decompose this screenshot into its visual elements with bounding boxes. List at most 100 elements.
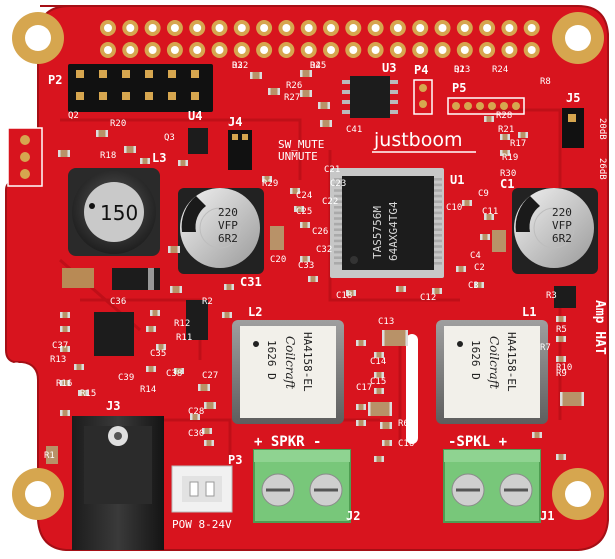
smd-part (500, 150, 510, 156)
smd-part (270, 226, 284, 250)
designator-label: R12 (174, 319, 190, 329)
smd-part (60, 410, 70, 416)
smd-part (382, 440, 392, 446)
designator-label: C10 (446, 203, 462, 213)
smd-part (474, 282, 484, 288)
smd-part (124, 146, 136, 153)
p2-pin (76, 70, 84, 78)
gpio-pad (189, 20, 206, 36)
output-inductor-l2: HA4158-EL Coilcraft 1626 D (232, 320, 344, 424)
l1-part: HA4158-EL (505, 332, 518, 392)
designator-label: R13 (50, 355, 66, 365)
designator-label: C27 (202, 371, 218, 381)
designator-label: R3 (546, 291, 557, 301)
mount-hole-top-left (12, 12, 64, 64)
smd-part (96, 130, 108, 137)
p3-white-connector (171, 465, 233, 513)
designator-label: R18 (100, 151, 116, 161)
designator-label: C35 (150, 349, 166, 359)
smd-part (356, 420, 366, 426)
gpio-pad (523, 42, 540, 58)
smd-part (224, 284, 234, 290)
smd-part (560, 392, 584, 406)
smd-part (368, 402, 392, 416)
designator-label: C21 (324, 165, 340, 175)
label-j1: J1 (540, 509, 554, 523)
p2-pin (145, 70, 153, 78)
gpio-pad (456, 42, 473, 58)
mount-hole-top-right (552, 12, 604, 64)
label-u4: U4 (188, 109, 202, 123)
u5-regulator (7, 127, 43, 187)
l2-brand: Coilcraft (283, 336, 297, 389)
label-p2: P2 (48, 73, 62, 87)
designator-label: R24 (492, 65, 508, 75)
gpio-pad (434, 20, 451, 36)
gpio-pad (479, 20, 496, 36)
p5-pad (476, 102, 484, 110)
gpio-pad (166, 42, 183, 58)
smd-part (356, 340, 366, 346)
designator-label: C37 (52, 341, 68, 351)
gpio-pad (233, 42, 250, 58)
isolation-slot (406, 334, 418, 444)
designator-label: C2 (474, 263, 485, 273)
label-p5: P5 (452, 81, 466, 95)
label-spkl: -SPKL + (448, 434, 507, 450)
p2-pin (168, 92, 176, 100)
smd-part (500, 134, 510, 140)
smd-part (170, 286, 182, 293)
smd-part (268, 88, 280, 95)
designator-label: R8 (540, 77, 551, 87)
gpio-pad (412, 42, 429, 58)
p5-pad (488, 102, 496, 110)
gpio-pad (211, 42, 228, 58)
p2-pin (122, 92, 130, 100)
gpio-pad (323, 42, 339, 58)
smd-part (556, 356, 566, 362)
smd-part (556, 336, 566, 342)
gpio-pad (211, 20, 228, 36)
label-j3: J3 (106, 399, 120, 413)
designator-label: R27 (284, 93, 300, 103)
smd-part (58, 150, 70, 157)
electrolytic-capacitor-c1: 220 VFP 6R2 (512, 188, 598, 274)
l1-code: 1626 D (469, 340, 482, 380)
label-20db: 20dB (597, 118, 607, 140)
gpio-pad (501, 20, 518, 36)
designator-label: Q2 (68, 111, 79, 121)
smd-part (380, 422, 392, 429)
designator-label: R22 (232, 61, 248, 71)
q1-transistor (554, 286, 576, 308)
label-j4: J4 (228, 115, 242, 129)
gpio-pad (256, 42, 273, 58)
smd-part (518, 132, 528, 138)
l3-power-inductor: 150 (68, 168, 160, 256)
u3-chip (342, 76, 398, 118)
smd-part (168, 246, 180, 253)
smd-part (146, 326, 156, 332)
gpio-pad (122, 42, 139, 58)
gpio-pad (122, 20, 139, 36)
gpio-header-pads (100, 20, 540, 58)
gpio-pad (501, 42, 518, 58)
smd-part (78, 390, 88, 396)
j5-gain-jumper (562, 108, 584, 148)
smd-part (300, 256, 310, 262)
designator-label: C26 (312, 227, 328, 237)
designator-label: R19 (502, 153, 518, 163)
label-p4: P4 (414, 63, 428, 77)
label-spkr: + SPKR - (254, 434, 321, 450)
u1-amplifier-chip: TAS5756M 64AXG4TG4 (330, 168, 444, 278)
smd-part (204, 402, 216, 409)
electrolytic-capacitor-c31: 220 VFP 6R2 (178, 188, 264, 274)
gpio-pad (100, 42, 116, 58)
smd-part (318, 102, 330, 109)
designator-label: R30 (500, 169, 516, 179)
label-l1: L1 (522, 305, 536, 319)
designator-label: C33 (298, 261, 314, 271)
p2-pin (99, 92, 107, 100)
smd-part (300, 90, 312, 97)
gpio-pad (144, 20, 161, 36)
gpio-pad (278, 20, 295, 36)
